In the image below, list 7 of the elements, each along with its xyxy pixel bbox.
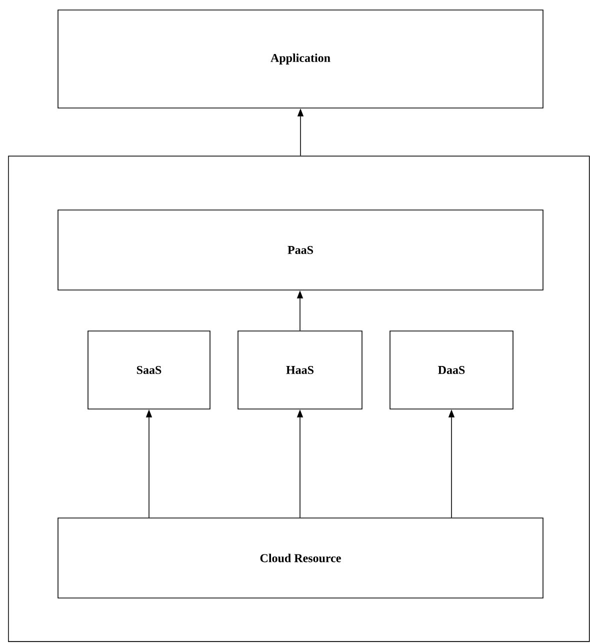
frame-box — [8, 156, 590, 642]
process-box: SaaS — [88, 330, 210, 410]
process-box: HaaS — [238, 330, 362, 410]
process-box: DaaS — [390, 330, 514, 410]
process-box: Cloud Resource — [58, 518, 544, 598]
process-box: PaaS — [58, 210, 544, 290]
process-box: Application — [58, 10, 544, 108]
